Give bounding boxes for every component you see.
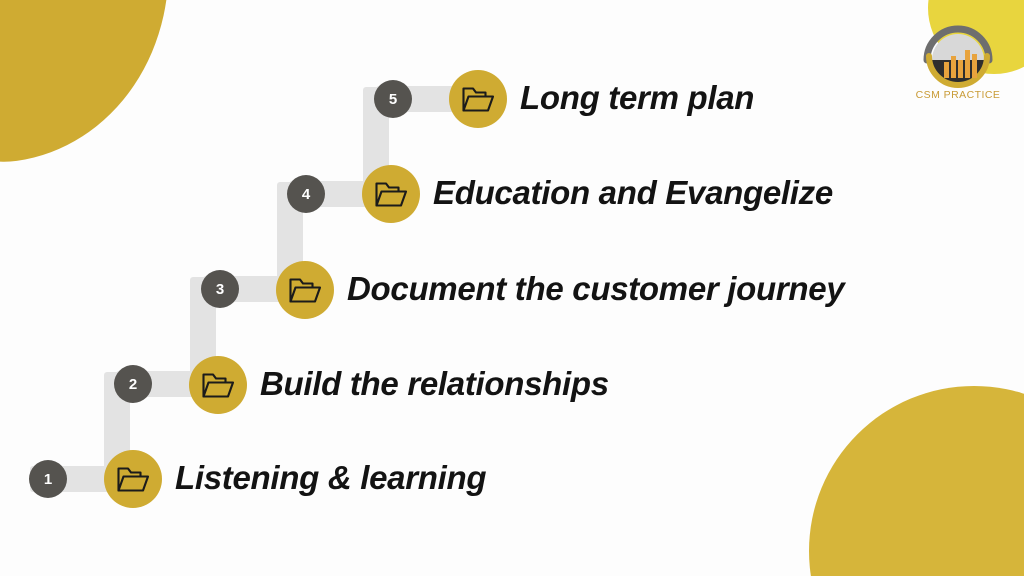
csm-practice-logo: CSM PRACTICE	[906, 16, 1010, 110]
step-number-circle-4[interactable]: 4	[287, 175, 325, 213]
step-icon-circle-5[interactable]	[449, 70, 507, 128]
step-icon-circle-4[interactable]	[362, 165, 420, 223]
step-number-circle-3[interactable]: 3	[201, 270, 239, 308]
step-number-circle-5[interactable]: 5	[374, 80, 412, 118]
gauge-bar-chart-icon	[919, 16, 997, 88]
step-number-label: 3	[215, 280, 225, 298]
folder-icon	[461, 84, 495, 114]
step-label-1: Listening & learning	[175, 459, 487, 496]
step-label-5: Long term plan	[520, 79, 755, 116]
folder-icon	[201, 370, 235, 400]
step-number-label: 2	[128, 375, 138, 393]
step-icon-circle-1[interactable]	[104, 450, 162, 508]
folder-icon	[374, 179, 408, 209]
step-number-label: 5	[388, 90, 398, 108]
step-number-label: 1	[43, 470, 53, 488]
step-number-circle-2[interactable]: 2	[114, 365, 152, 403]
logo-wordmark: CSM PRACTICE	[915, 89, 1001, 101]
step-number-circle-1[interactable]: 1	[29, 460, 67, 498]
step-number-label: 4	[301, 185, 311, 203]
step-label-3: Document the customer journey	[347, 270, 845, 307]
step-label-4: Education and Evangelize	[433, 174, 833, 211]
folder-icon	[116, 464, 150, 494]
step-label-2: Build the relationships	[260, 365, 609, 402]
folder-icon	[288, 275, 322, 305]
step-icon-circle-2[interactable]	[189, 356, 247, 414]
step-icon-circle-3[interactable]	[276, 261, 334, 319]
